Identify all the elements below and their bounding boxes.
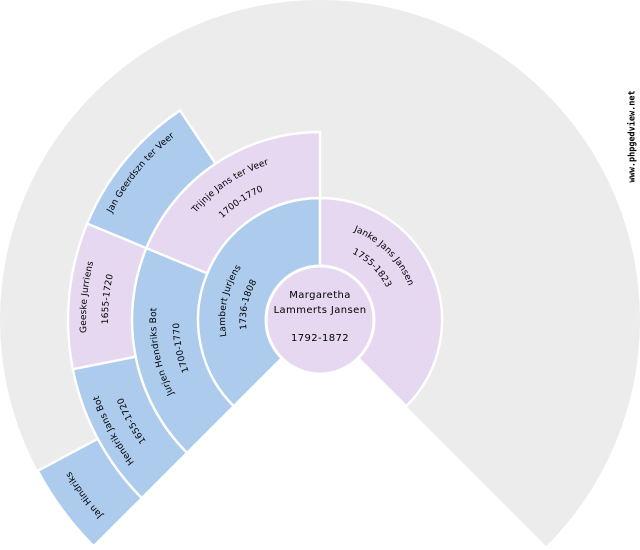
center-person-name-line1: Margaretha [289,290,351,301]
center-person-dates: 1792-1872 [291,333,349,344]
center-person-circle[interactable] [264,264,376,376]
watermark-text: www.phpgedview.net [627,90,638,183]
fan-sector-jan-hindriks[interactable] [36,437,144,548]
center-person-name-line2: Lammerts Jansen [274,305,367,316]
fan-sector-jan-geerdszn-ter-veer[interactable] [85,108,218,250]
